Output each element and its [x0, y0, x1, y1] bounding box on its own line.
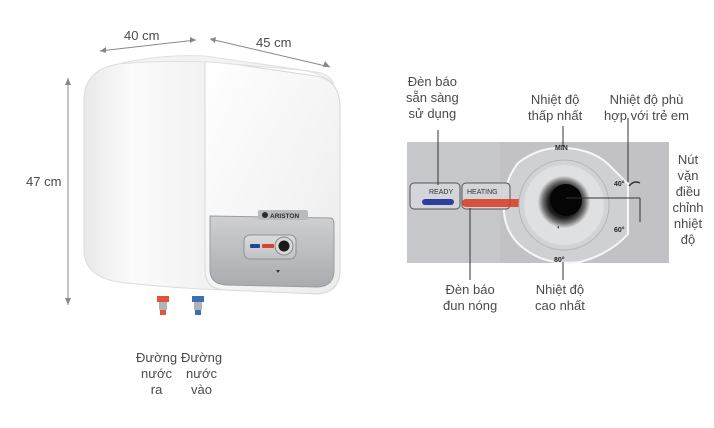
panel-min: MIN	[555, 145, 568, 152]
heating-text: HEATING	[467, 189, 498, 196]
callout-max-temp: Nhiệt độ cao nhất	[535, 282, 585, 313]
height-label: 47 cm	[26, 174, 62, 189]
pipe-in-label: Đường nước vào	[181, 350, 223, 397]
width-label: 40 cm	[124, 28, 160, 43]
panel-40: 40°	[614, 180, 625, 188]
svg-text:◐: ◐	[557, 225, 561, 231]
panel-60: 60°	[614, 226, 625, 234]
pipe-in	[192, 296, 204, 315]
ready-text: READY	[429, 189, 453, 196]
depth-label: 45 cm	[256, 35, 292, 50]
callout-heating-lamp: Đèn báo đun nóng	[443, 282, 498, 313]
ready-lamp	[422, 199, 454, 205]
callout-child-temp: Nhiệt độ phù hợp với trẻ em	[604, 92, 689, 123]
callout-lines	[437, 118, 641, 280]
callout-min-temp: Nhiệt độ thấp nhất	[528, 92, 583, 123]
heating-lamp	[462, 199, 532, 207]
callout-ready-lamp: Đèn báo sẵn sàng sử dụng	[406, 74, 459, 121]
brand-logo: ARISTON	[270, 213, 299, 220]
dimension-lines	[65, 37, 331, 305]
callout-knob: Nút vặn điều chỉnh nhiệt độ	[672, 152, 704, 247]
pipe-out-label: Đường nước ra	[136, 350, 178, 397]
control-panel-closeup: READY HEATING ◐ MIN 40° 60° 80°	[407, 142, 669, 264]
pipe-out	[157, 296, 169, 315]
panel-80: 80°	[554, 256, 565, 264]
